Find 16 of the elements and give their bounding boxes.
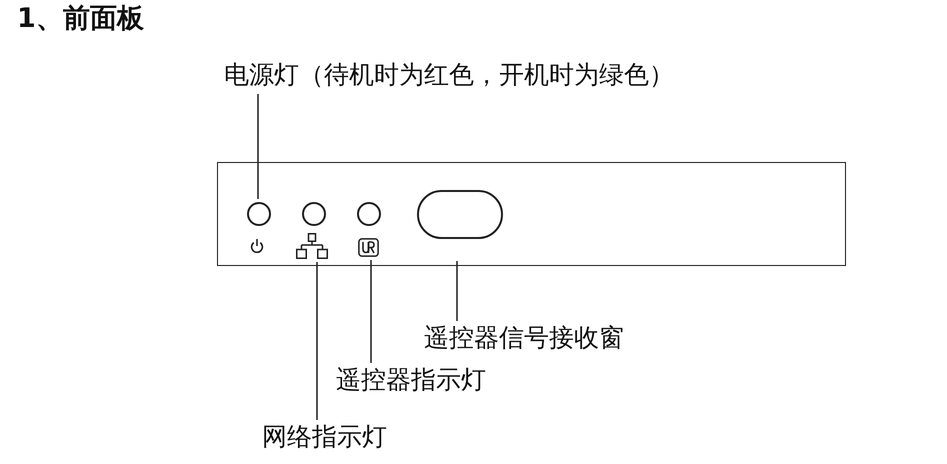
callout-label: 遥控器信号接收窗: [424, 324, 624, 354]
callout-label: 网络指示灯: [262, 423, 387, 453]
callout-label: 电源灯（待机时为红色，开机时为绿色）: [224, 61, 674, 91]
ur-icon: [358, 238, 379, 257]
leader-line: [257, 94, 259, 199]
title: 1、前面板: [17, 3, 144, 35]
network-icon: [296, 233, 328, 259]
leader-line: [316, 262, 318, 420]
receiver-window: [417, 190, 503, 239]
callout-label: 遥控器指示灯: [336, 366, 486, 396]
panel-box: [217, 162, 846, 266]
led-circle: [247, 202, 271, 226]
led-circle: [302, 202, 326, 226]
led-circle: [357, 202, 381, 226]
leader-line: [456, 261, 458, 321]
leader-line: [370, 260, 372, 363]
